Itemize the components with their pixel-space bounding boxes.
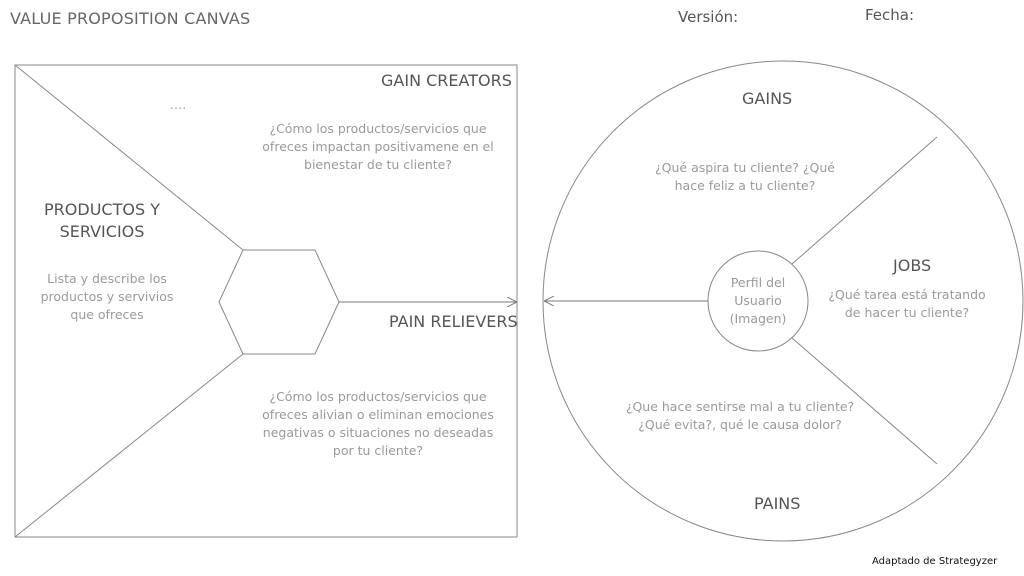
ellipsis-text: …. — [169, 97, 187, 112]
jobs-question: ¿Qué tarea está tratando de hacer tu cli… — [828, 287, 986, 320]
products-question: Lista y describe los productos y servivi… — [40, 271, 174, 322]
product-hexagon — [218, 249, 340, 355]
divider-line-gains-jobs — [791, 136, 938, 265]
gains-title: GAINS — [742, 89, 793, 108]
gains-question: ¿Qué aspira tu cliente? ¿Qué hace feliz … — [655, 160, 835, 193]
customer-profile-circle — [542, 60, 1024, 542]
pain-relievers-title: PAIN RELIEVERS — [389, 312, 518, 331]
divider-line-bottom — [14, 353, 244, 538]
divider-line-top — [14, 64, 244, 251]
date-label: Fecha: — [865, 6, 915, 24]
gain-creators-question: ¿Cómo los productos/servicios que ofrece… — [262, 121, 494, 172]
jobs-title: JOBS — [893, 256, 932, 275]
pains-title: PAINS — [754, 494, 801, 513]
pains-question: ¿Que hace sentirse mal a tu cliente? ¿Qu… — [625, 399, 855, 432]
products-title: PRODUCTOS Y SERVICIOS — [44, 200, 160, 241]
value-map-square — [14, 64, 518, 538]
gain-creators-title: GAIN CREATORS — [381, 71, 512, 90]
divider-line-jobs-pains — [791, 337, 938, 465]
version-label: Versión: — [678, 8, 739, 26]
user-profile-label: Perfil del Usuario (Imagen) — [729, 275, 787, 326]
page-title: VALUE PROPOSITION CANVAS — [10, 9, 251, 28]
pain-relievers-question: ¿Cómo los productos/servicios que ofrece… — [262, 389, 494, 458]
credit-text: Adaptado de Strategyzer — [872, 556, 998, 567]
